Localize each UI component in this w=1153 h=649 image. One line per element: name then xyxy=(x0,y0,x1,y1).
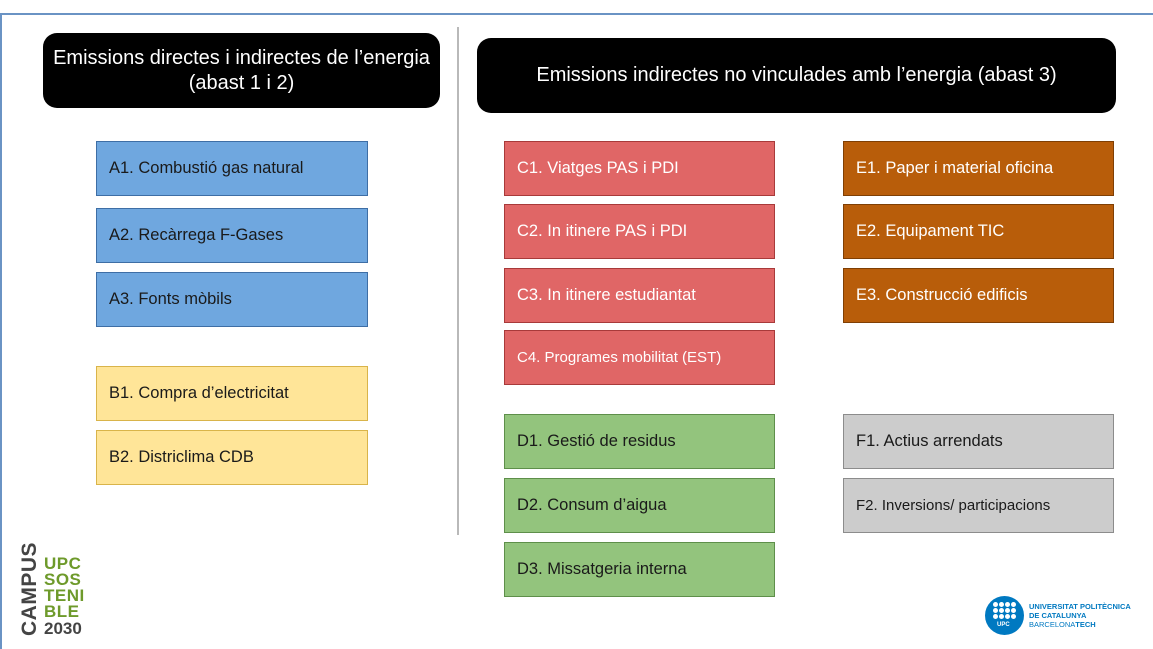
slide-frame-top xyxy=(0,13,1153,15)
campus-line-4: BLE xyxy=(44,602,80,621)
upc-text-line-2: DE CATALUNYA xyxy=(1029,611,1087,620)
box-a2: A2. Recàrrega F-Gases xyxy=(96,208,368,263)
upc-text-line-1: UNIVERSITAT POLITÈCNICA xyxy=(1029,602,1131,611)
box-f1: F1. Actius arrendats xyxy=(843,414,1114,469)
campus-year: 2030 xyxy=(44,619,82,638)
upc-text-tech: TECH xyxy=(1075,620,1096,629)
box-d1: D1. Gestió de residus xyxy=(504,414,775,469)
box-d3: D3. Missatgeria interna xyxy=(504,542,775,597)
campus-line-1: UPC xyxy=(44,554,82,573)
upc-text-barcelona: BARCELONA xyxy=(1029,620,1076,629)
slide-frame-left xyxy=(0,13,2,649)
header-scope-1-2: Emissions directes i indirectes de l’ene… xyxy=(43,33,440,108)
box-c4: C4. Programes mobilitat (EST) xyxy=(504,330,775,385)
box-c2: C2. In itinere PAS i PDI xyxy=(504,204,775,259)
box-b1: B1. Compra d’electricitat xyxy=(96,366,368,421)
box-a3: A3. Fonts mòbils xyxy=(96,272,368,327)
upc-text-line-3: BARCELONATECH xyxy=(1029,620,1096,629)
upc-logo: UPC UNIVERSITAT POLITÈCNICA DE CATALUNYA… xyxy=(985,596,1150,638)
campus-word: CAMPUS xyxy=(18,541,41,636)
header-scope-3: Emissions indirectes no vinculades amb l… xyxy=(477,38,1116,113)
box-e2: E2. Equipament TIC xyxy=(843,204,1114,259)
box-b2: B2. Districlima CDB xyxy=(96,430,368,485)
box-c1: C1. Viatges PAS i PDI xyxy=(504,141,775,196)
box-f2: F2. Inversions/ participacions xyxy=(843,478,1114,533)
box-d2: D2. Consum d’aigua xyxy=(504,478,775,533)
campus-line-2: SOS xyxy=(44,570,82,589)
column-divider xyxy=(457,27,459,535)
box-e1: E1. Paper i material oficina xyxy=(843,141,1114,196)
box-c3: C3. In itinere estudiantat xyxy=(504,268,775,323)
box-e3: E3. Construcció edificis xyxy=(843,268,1114,323)
campus-sostenible-logo: CAMPUS UPC SOS TENI BLE 2030 xyxy=(12,542,102,640)
upc-emblem-icon: UPC xyxy=(985,596,1024,635)
box-a1: A1. Combustió gas natural xyxy=(96,141,368,196)
upc-mark: UPC xyxy=(997,622,1010,628)
campus-line-3: TENI xyxy=(44,586,85,605)
